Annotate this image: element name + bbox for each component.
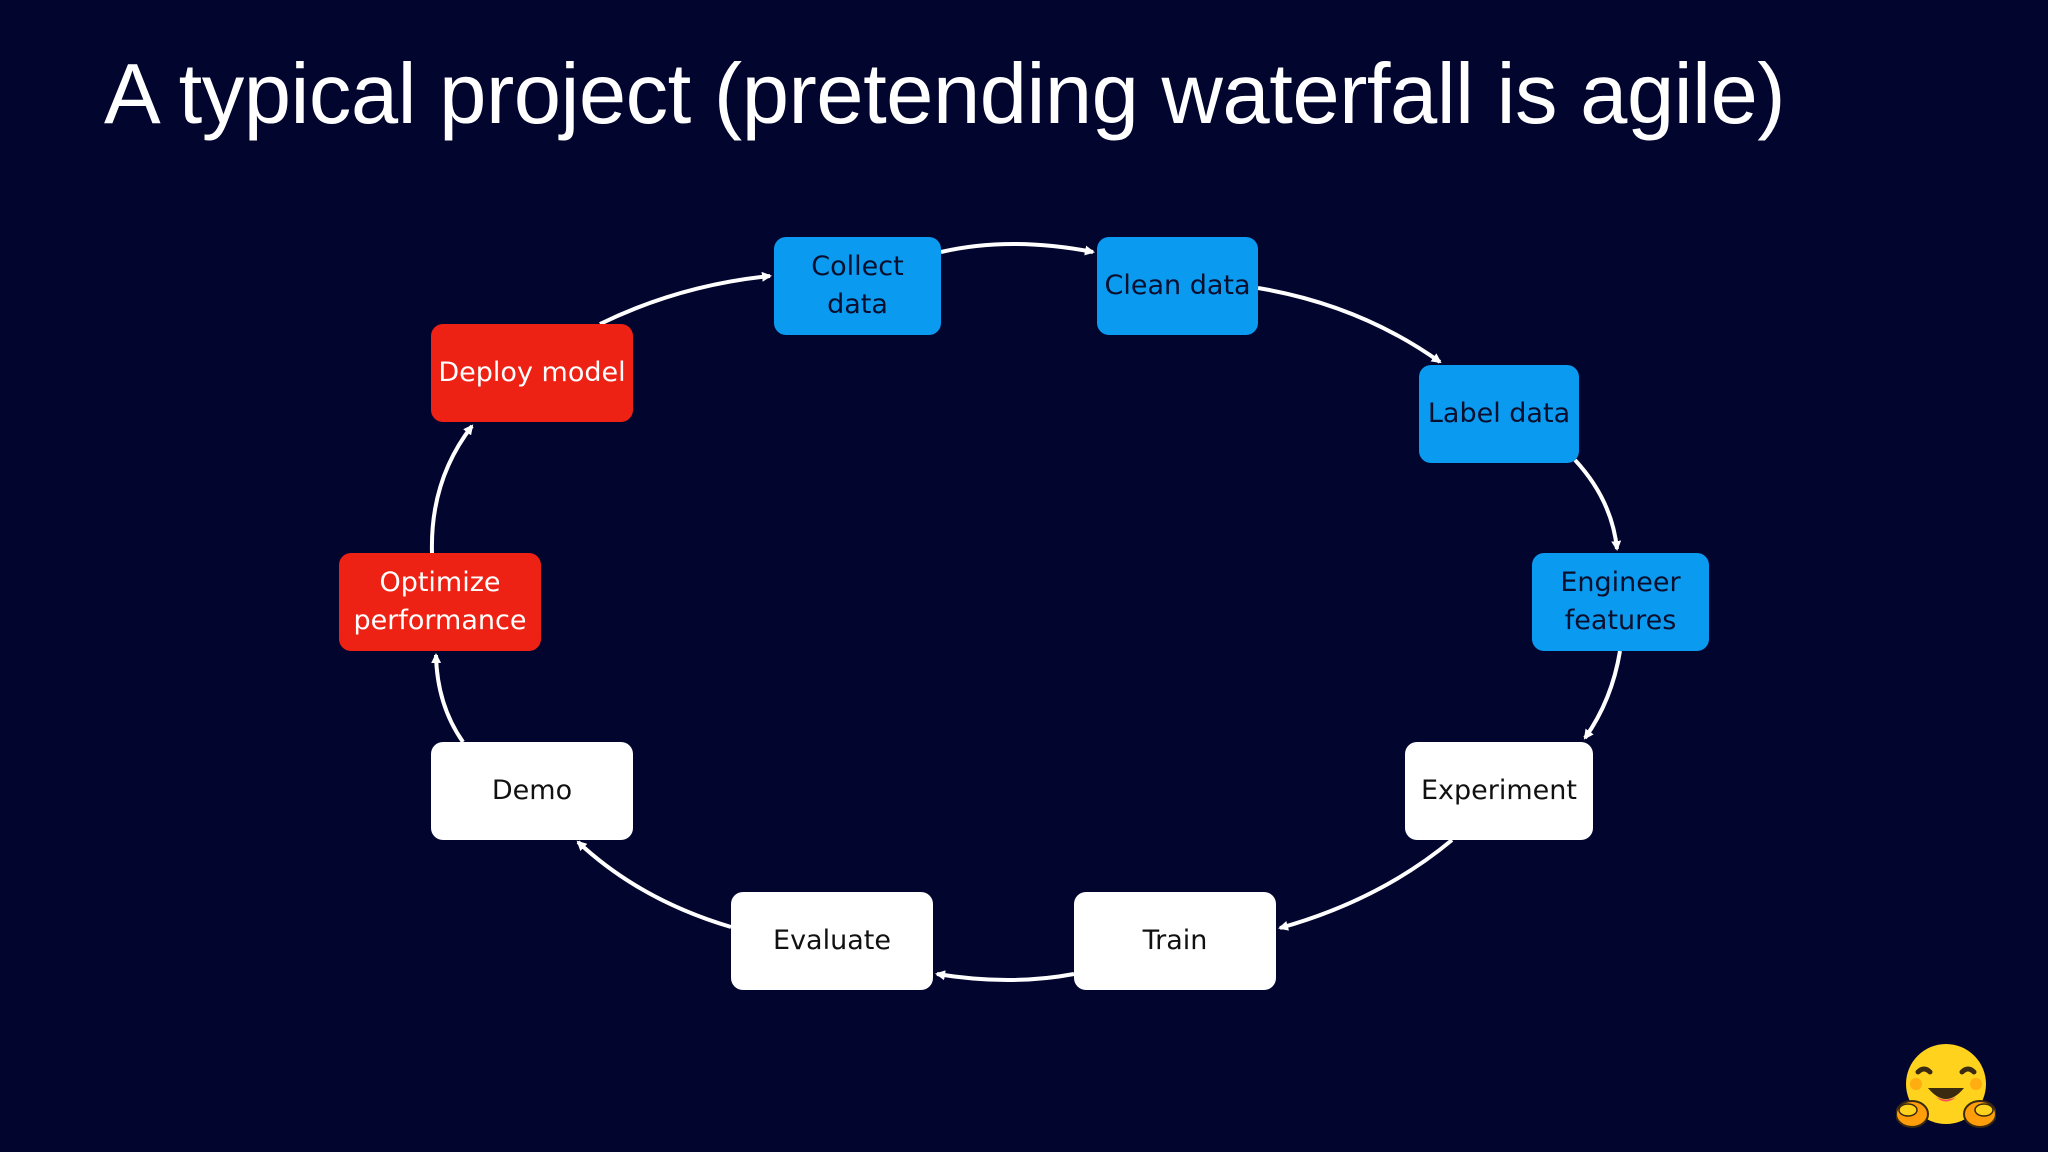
step-optimize-performance: Optimize performance [339,553,541,651]
step-label: Collect data [811,250,904,320]
step-label: Evaluate [773,924,891,956]
step-label: Engineer features [1560,566,1681,636]
step-label-data: Label data [1419,365,1579,463]
arrow-label-to-engineer [1573,458,1622,551]
step-engineer-features: Engineer features [1532,553,1709,651]
step-label: Experiment [1420,774,1577,806]
step-label: Demo [491,774,573,806]
step-train: Train [1074,892,1276,990]
step-label: Optimize performance [353,566,527,636]
slide-title: A typical project (pretending waterfall … [104,47,1786,142]
hugging-face-icon [1896,1044,1996,1128]
step-clean-data: Clean data [1097,237,1258,335]
step-demo: Demo [431,742,633,840]
step-experiment: Experiment [1405,742,1593,840]
arrow-optimize-to-deploy [429,424,474,554]
arrow-engineer-to-experiment [1583,650,1622,740]
step-label: Label data [1427,397,1571,429]
arrow-demo-to-optimize [431,653,465,744]
arrow-deploy-to-collect [599,271,772,326]
step-collect-data: Collect data [774,237,941,335]
arrow-train-to-evaluate [935,970,1075,982]
step-label: Train [1142,924,1208,956]
arrow-clean-to-label [1257,286,1442,364]
arrow-experiment-to-train [1278,838,1454,931]
arrow-collect-to-clean [940,242,1095,256]
step-label: Deploy model [438,356,626,388]
step-evaluate: Evaluate [731,892,933,990]
step-label: Clean data [1104,269,1251,301]
step-deploy-model: Deploy model [431,324,633,422]
arrow-evaluate-to-demo [576,840,732,929]
